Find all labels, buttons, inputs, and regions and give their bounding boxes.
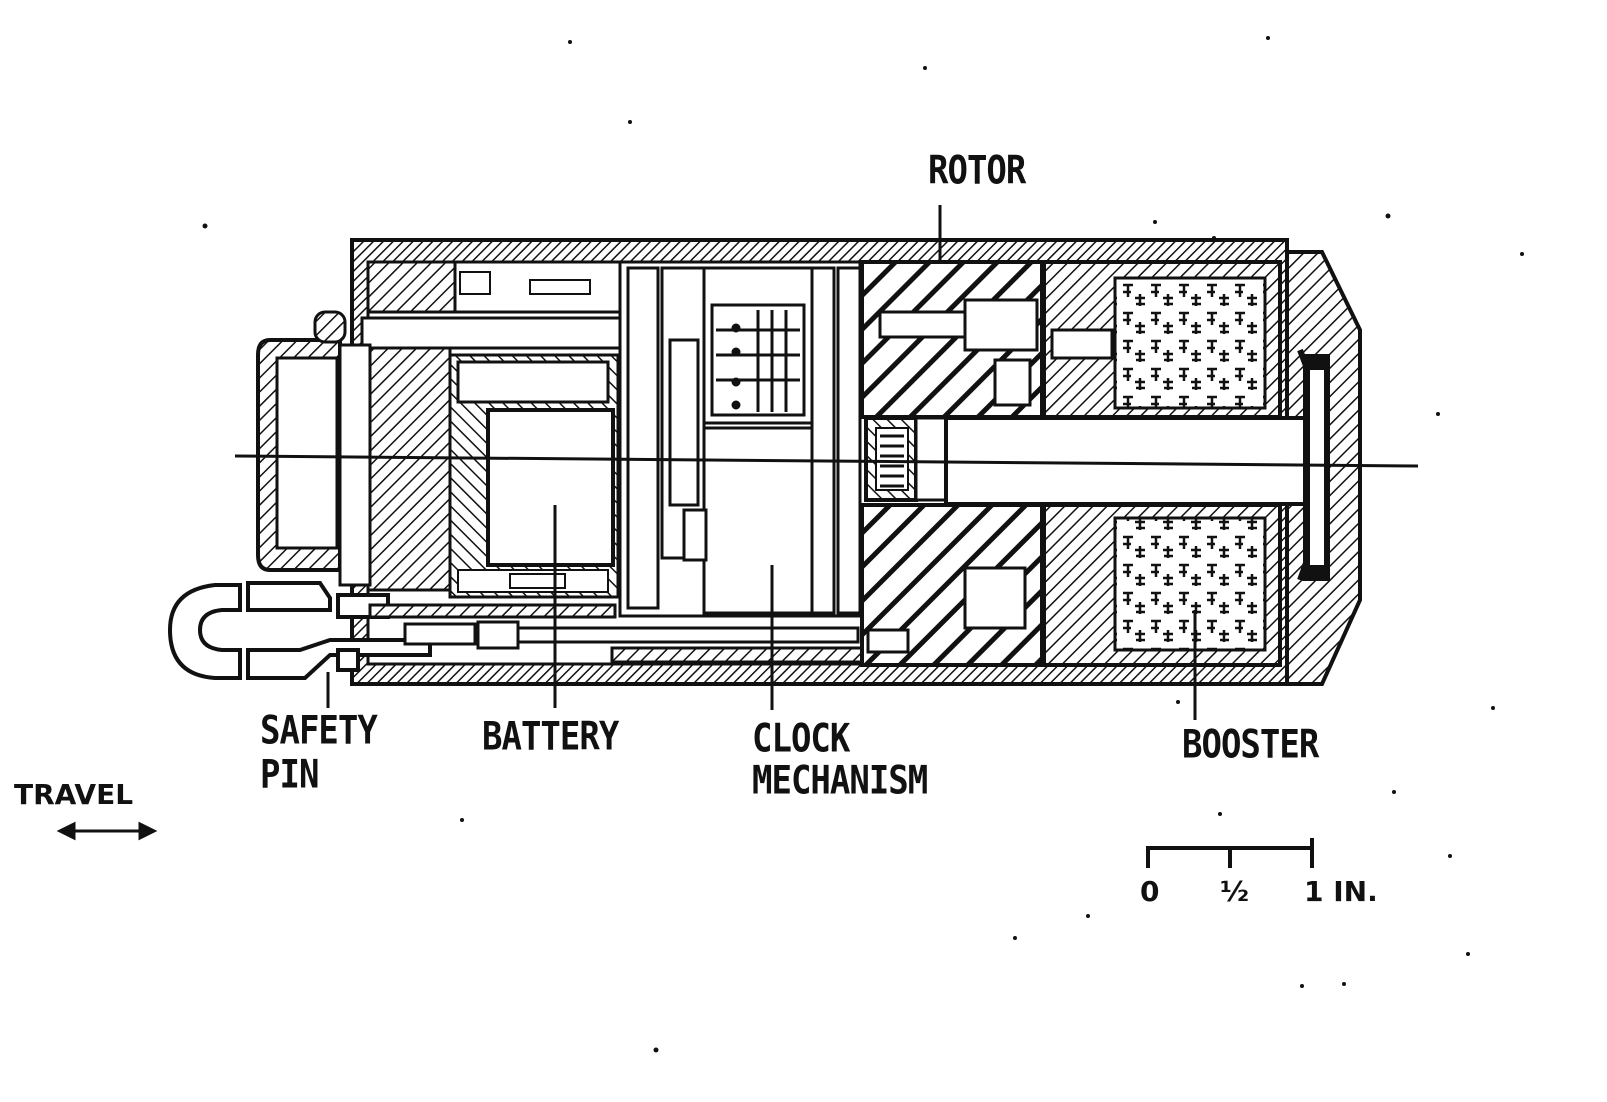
safety-pin-label-line2: PIN: [260, 752, 319, 798]
safety-pin: [167, 581, 432, 680]
safety-pin-label-line1: SAFETY: [260, 708, 378, 754]
clock-label-line2: MECHANISM: [752, 758, 928, 804]
top-plate: [360, 316, 624, 350]
battery-label: BATTERY: [482, 714, 619, 760]
travel-arrow-icon: [56, 821, 158, 841]
rear-plug: [366, 260, 622, 592]
scale-tick-0: 0: [1140, 875, 1160, 908]
scale-tick-1: 1 IN.: [1304, 875, 1378, 908]
battery: [448, 353, 620, 599]
leader-lines: [326, 205, 1197, 720]
centerline: [234, 454, 1419, 468]
arming-rod: [368, 603, 864, 664]
travel-label: TRAVEL: [14, 778, 134, 811]
safety-pin-housing: [256, 310, 372, 587]
rotor-assembly: [860, 260, 1044, 667]
nose-window: [1297, 348, 1330, 582]
clock-label-line1: CLOCK: [752, 716, 850, 762]
booster-label: BOOSTER: [1182, 722, 1319, 768]
rotor-label: ROTOR: [928, 148, 1026, 194]
lead-channel: [944, 416, 1308, 506]
clock-mechanism: [618, 260, 862, 618]
print-specks: [202, 36, 1524, 1053]
scale-tick-half: ½: [1220, 875, 1249, 908]
scale-bar: [1146, 838, 1314, 868]
